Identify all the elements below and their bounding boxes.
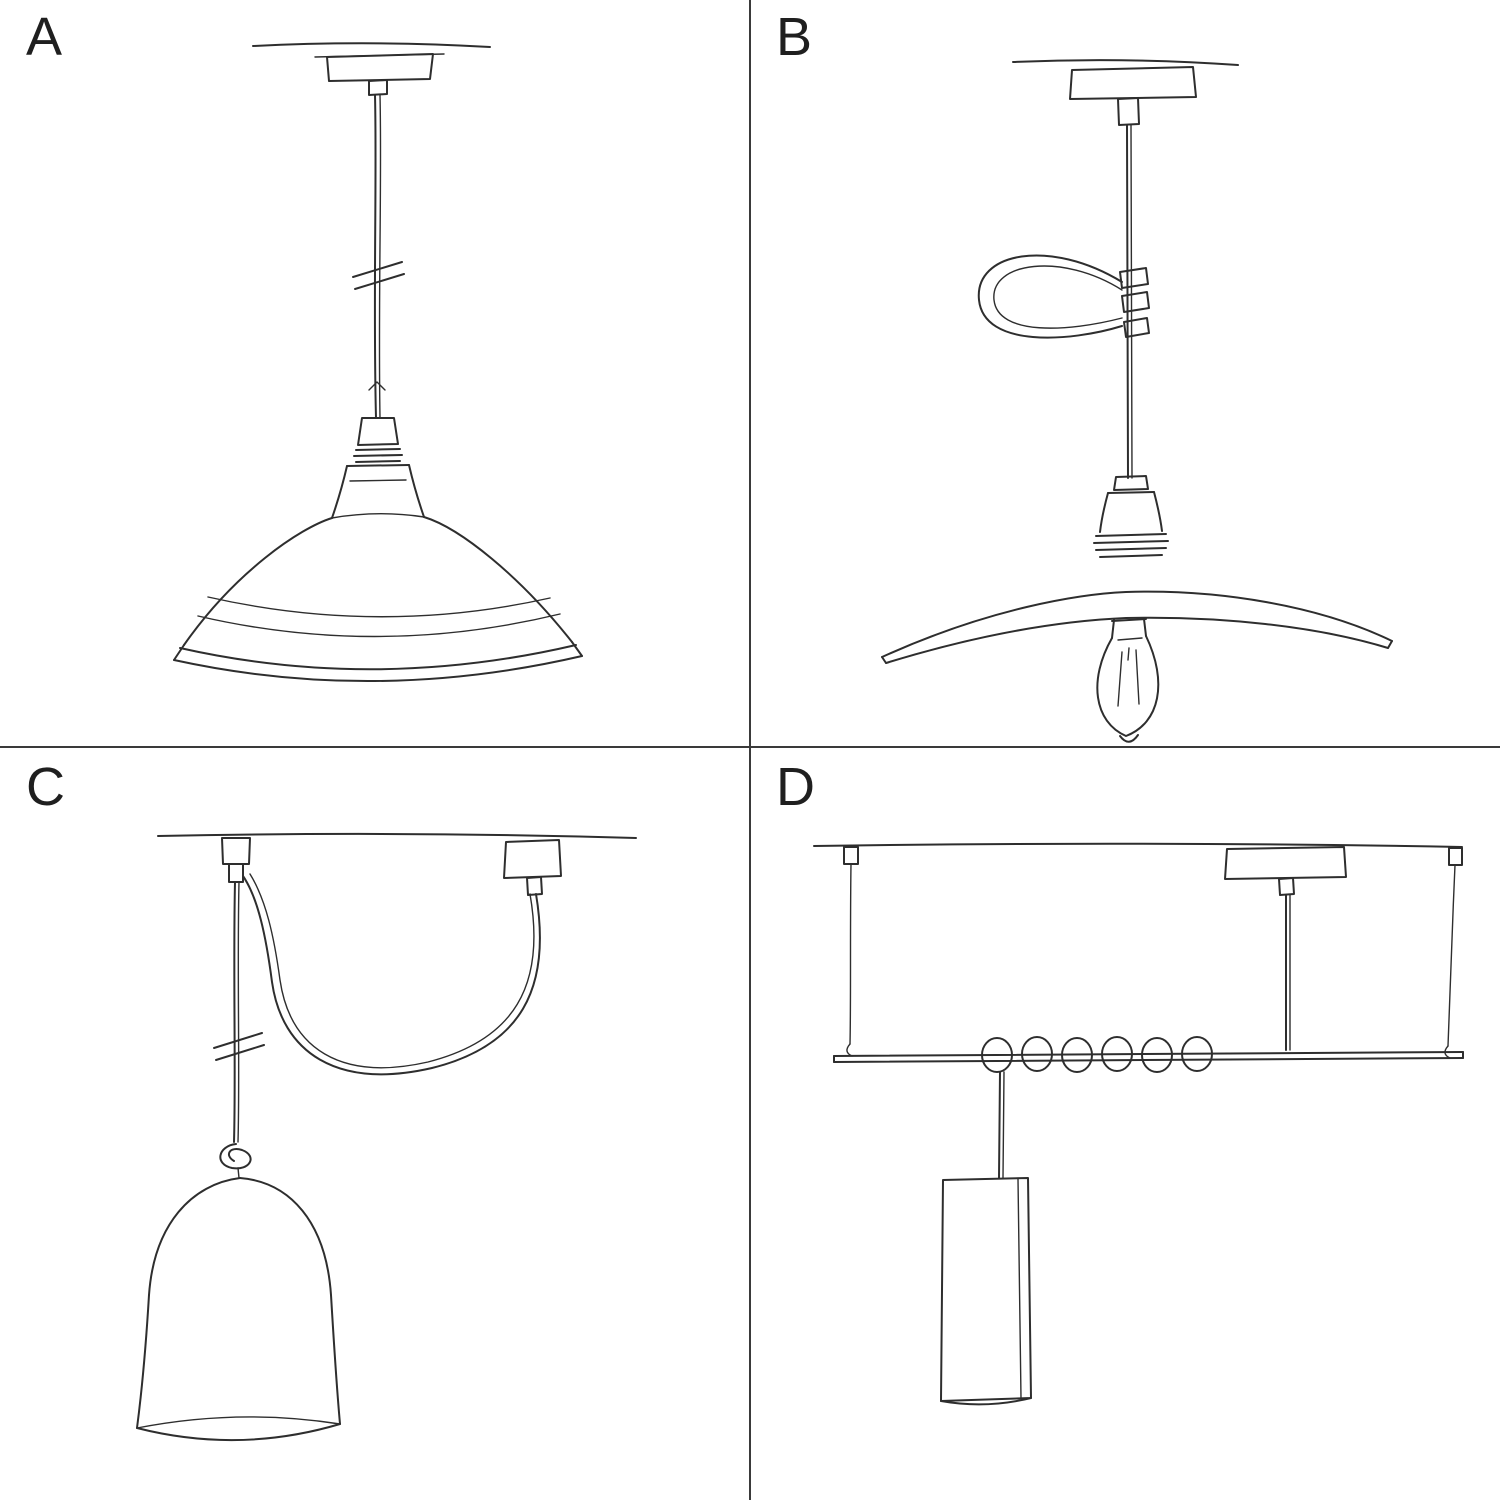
vertical-divider xyxy=(749,0,751,1500)
panel-b: B xyxy=(750,0,1500,750)
ceiling-b xyxy=(1012,59,1239,126)
lamp-holder-b xyxy=(1093,475,1169,558)
drop-cord-c xyxy=(213,881,265,1179)
suspended-bar-cylinder-pendant-sketch-icon xyxy=(813,842,1464,1406)
flat-plate-shade-b xyxy=(881,590,1393,664)
panel-d-label: D xyxy=(776,757,816,817)
ceiling-c xyxy=(157,832,637,896)
panel-a-label: A xyxy=(26,7,64,67)
horizontal-divider xyxy=(0,746,1500,748)
panel-c-label: C xyxy=(26,757,66,817)
ceiling-a xyxy=(252,42,491,96)
swag-pendant-bell-shade-sketch-icon xyxy=(136,832,637,1442)
ceiling-d xyxy=(813,842,1463,896)
horizontal-bar-d xyxy=(833,1051,1464,1063)
lamp-holder-a xyxy=(331,417,425,519)
pendant-flat-shade-exposed-bulb-sketch-icon xyxy=(881,59,1393,743)
bell-shade-c xyxy=(136,1177,341,1442)
panel-b-label: B xyxy=(776,7,814,67)
swag-cord-c xyxy=(242,873,541,1076)
spiral-cord-d xyxy=(981,1036,1213,1073)
panel-d: D xyxy=(750,750,1500,1500)
panel-a: A xyxy=(0,0,750,750)
cylinder-pendant-d xyxy=(940,1071,1032,1406)
panel-c: C xyxy=(0,750,750,1500)
pendant-coolie-shade-sketch-icon xyxy=(173,42,583,683)
cord-b xyxy=(1126,124,1133,479)
suspension-cables-d xyxy=(846,863,1456,1059)
coolie-shade-a xyxy=(173,513,583,683)
cord-a xyxy=(352,94,405,419)
cable-clip-loop-b xyxy=(977,254,1150,339)
light-bulb-b xyxy=(1096,618,1160,743)
